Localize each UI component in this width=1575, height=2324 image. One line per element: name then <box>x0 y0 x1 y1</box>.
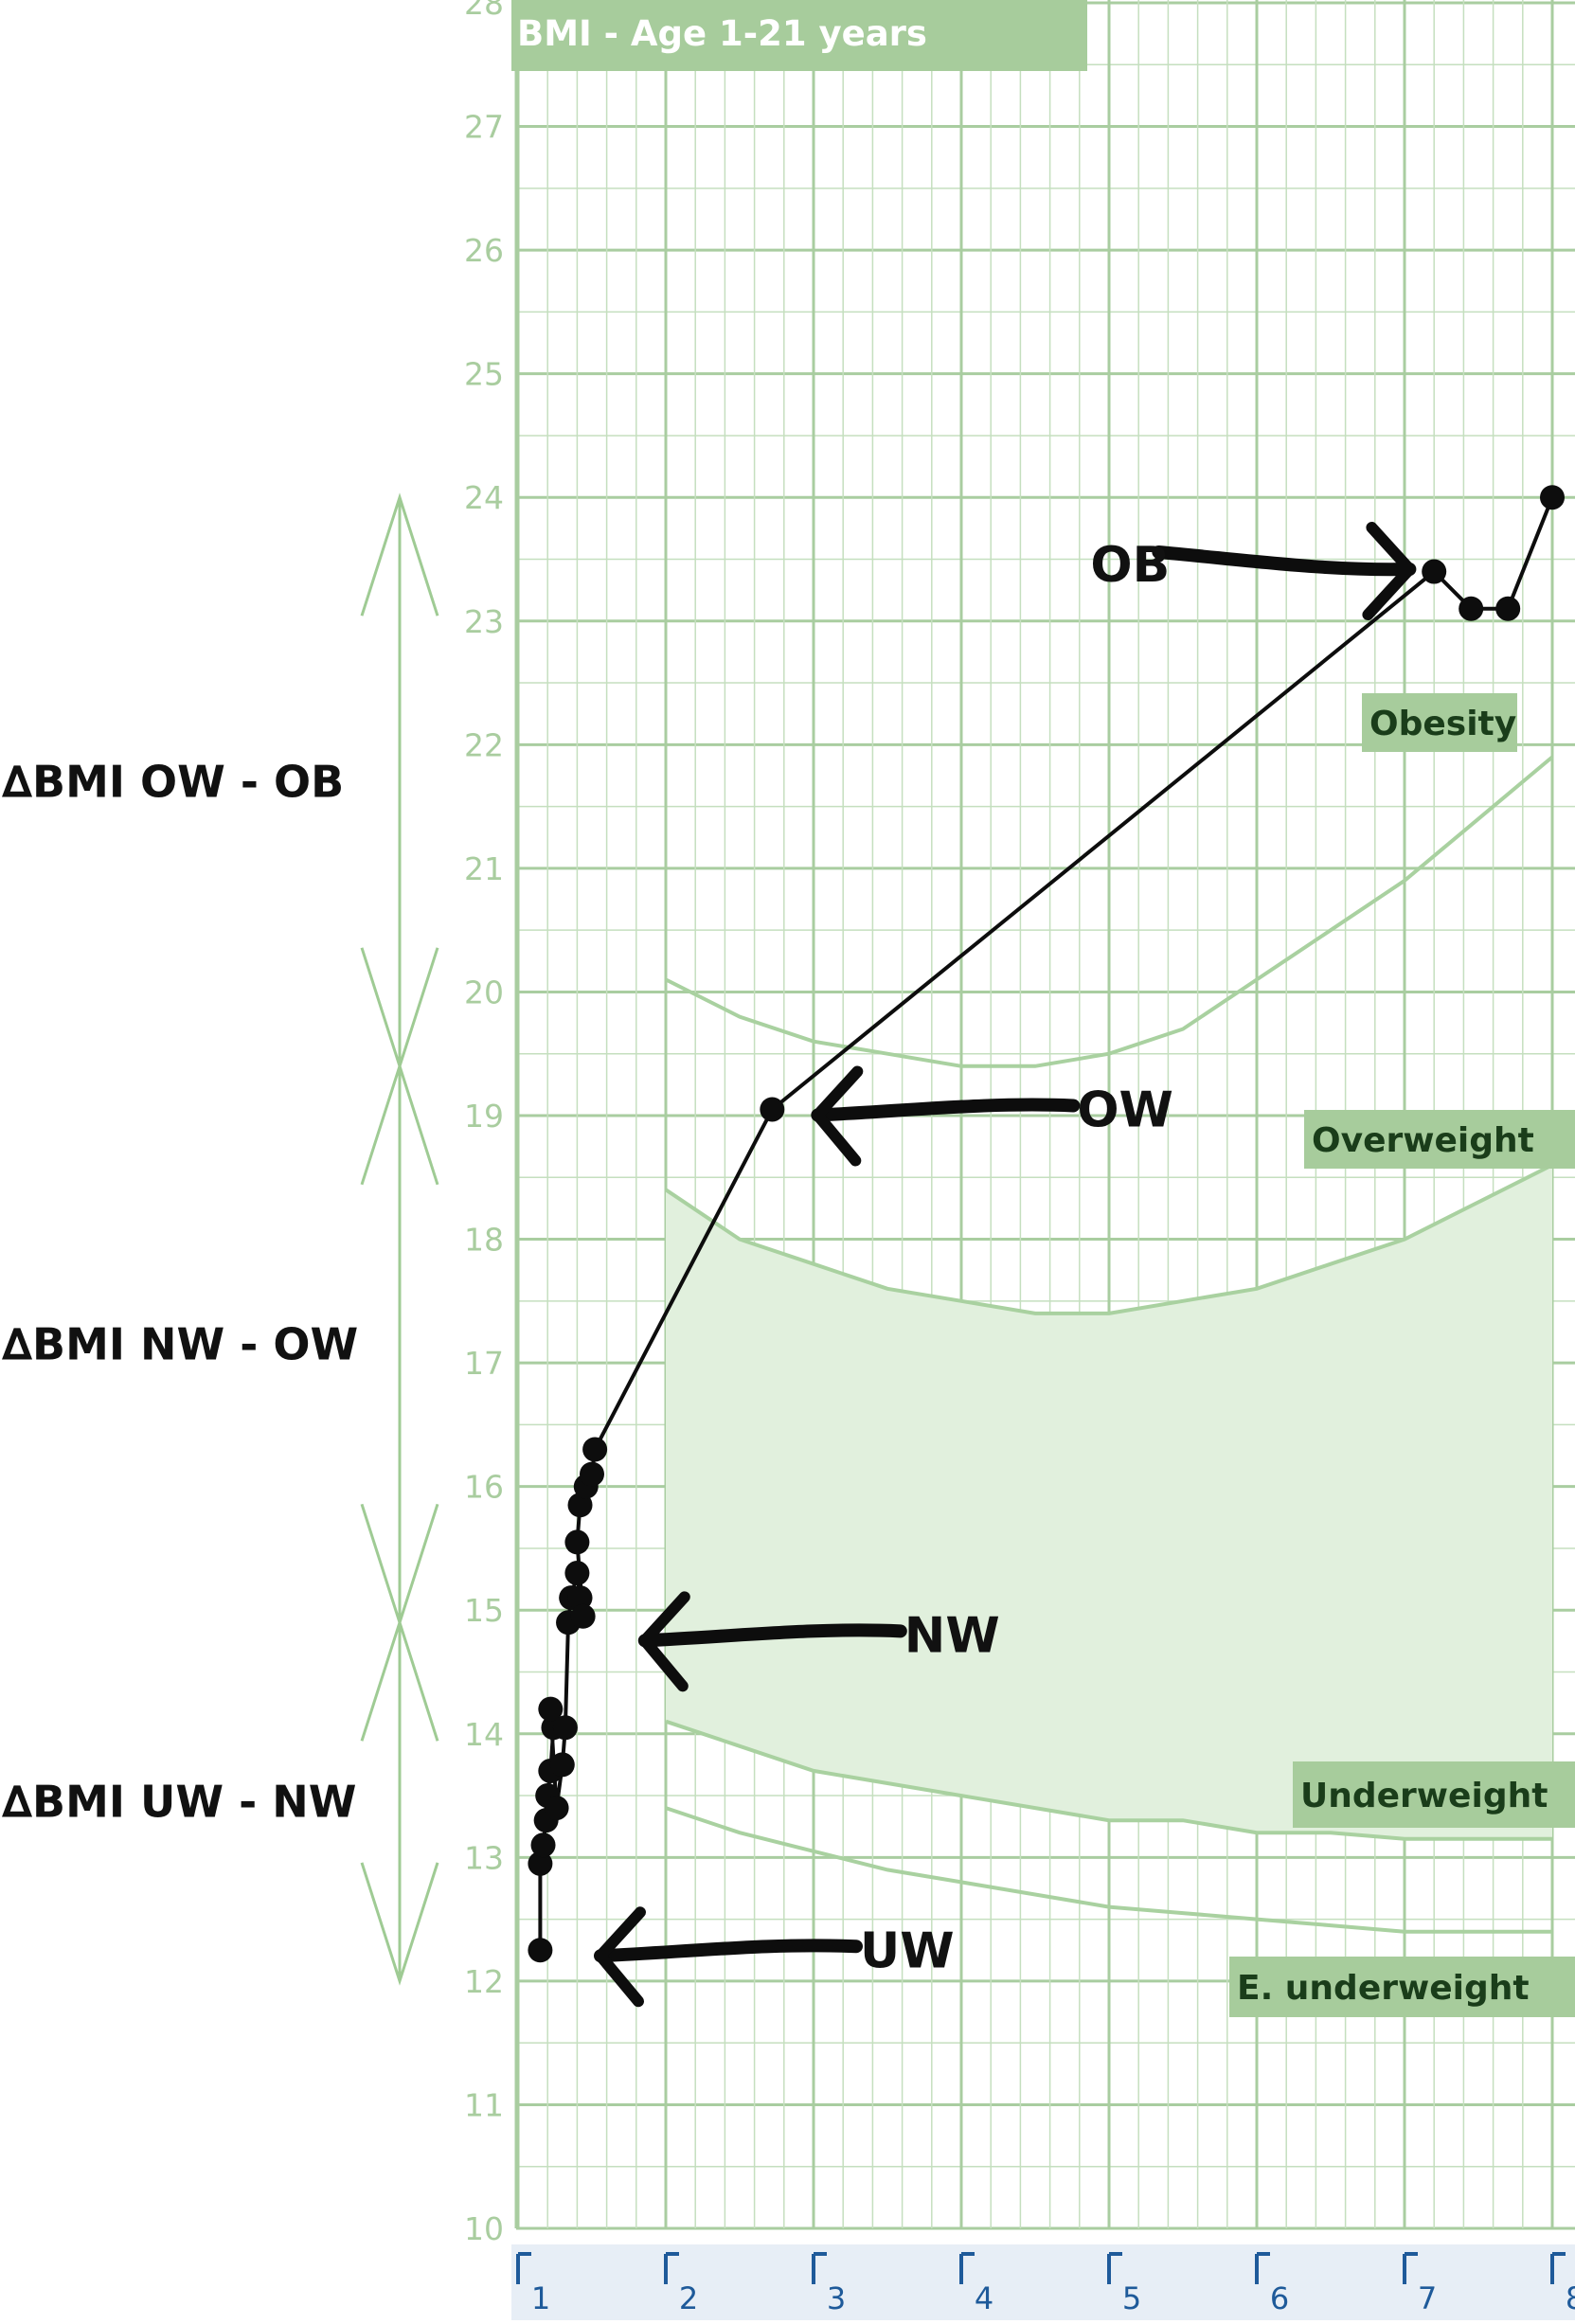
y-tick-label: 27 <box>464 109 504 146</box>
curve-e-underweight <box>665 1806 1552 1934</box>
chart-title-group: BMI - Age 1-21 years <box>511 0 1087 71</box>
data-point <box>528 1938 553 1963</box>
x-axis: 1 2 3 4 5 6 7 8 <box>511 2244 1575 2320</box>
data-point <box>1540 485 1565 510</box>
zone-label: Underweight <box>1300 1777 1548 1815</box>
y-tick-label: 19 <box>464 1098 504 1135</box>
data-point <box>582 1437 608 1462</box>
data-point <box>580 1461 604 1487</box>
zone-label-box <box>1229 1957 1575 2017</box>
delta-bmi-label: ∆BMI UW - NW <box>2 1777 356 1828</box>
y-tick-label: 13 <box>464 1839 504 1876</box>
annotation-label: OB <box>1090 537 1170 594</box>
annotation-arrow-shaft <box>811 1098 1081 1122</box>
x-tick-label: 8 <box>1566 2280 1575 2316</box>
delta-arrow-head-up <box>360 492 439 617</box>
y-tick-label: 16 <box>464 1469 504 1506</box>
annotation-arrow-head <box>812 1065 864 1167</box>
data-point <box>564 1561 590 1586</box>
y-tick-label: 15 <box>464 1592 504 1629</box>
y-tick-label: 18 <box>464 1222 504 1259</box>
data-point <box>552 1715 578 1741</box>
data-point <box>567 1493 593 1518</box>
chart-title: BMI - Age 1-21 years <box>517 13 927 54</box>
x-tick-label: 7 <box>1418 2280 1437 2316</box>
y-tick-label: 12 <box>464 1963 504 2000</box>
title-box <box>511 0 1087 71</box>
x-tick-label: 2 <box>679 2280 698 2316</box>
data-point <box>549 1752 575 1778</box>
annotation-label: OW <box>1077 1082 1173 1138</box>
y-tick-label: 22 <box>464 726 504 763</box>
annotation-arrow-head <box>595 1906 646 2008</box>
zone-label-box <box>1362 693 1517 752</box>
x-tick-label: 3 <box>827 2280 846 2316</box>
zone-label: Overweight <box>1312 1121 1534 1160</box>
data-point <box>1459 596 1484 621</box>
normal-weight-band <box>666 1165 1552 1839</box>
y-tick-label: 28 <box>464 0 504 22</box>
y-tick-label: 14 <box>464 1716 504 1753</box>
y-tick-labels: 10 11 12 13 14 15 16 17 18 19 20 21 22 23 24 25 26 27 28 <box>464 0 504 2247</box>
x-tick-label: 1 <box>531 2280 550 2316</box>
x-tick-label: 6 <box>1270 2280 1289 2316</box>
y-tick-label: 11 <box>464 2086 504 2123</box>
zone-label: Obesity <box>1369 705 1516 743</box>
x-axis-bar <box>511 2244 1575 2320</box>
y-tick-label: 20 <box>464 974 504 1010</box>
curve-overweight-upper <box>665 755 1554 1068</box>
annotation-arrow-shaft <box>1152 545 1417 577</box>
annotation-label: NW <box>904 1607 1000 1664</box>
data-point <box>530 1832 556 1858</box>
data-point <box>1422 559 1447 584</box>
delta-arrow-head-up <box>360 1618 439 1742</box>
delta-bmi-label: ∆BMI NW - OW <box>2 1319 358 1370</box>
zone-label-box <box>1293 1761 1575 1828</box>
annotation-arrow-shaft <box>637 1623 907 1648</box>
annotation-label: UW <box>860 1922 955 1979</box>
delta-arrow-head-up <box>360 1061 439 1186</box>
delta-bmi-annotations: ∆BMI OW - OB ∆BMI NW - OW ∆BMI UW - NW <box>2 492 439 1986</box>
y-tick-label: 23 <box>464 603 504 640</box>
curve-underweight <box>665 1719 1552 1841</box>
annotation-arrow-head <box>638 1591 690 1692</box>
data-point <box>570 1603 596 1629</box>
x-tick-label: 5 <box>1122 2280 1141 2316</box>
reference-curves <box>664 755 1554 1934</box>
y-tick-label: 26 <box>464 232 504 269</box>
delta-arrow-head-down <box>360 1862 439 1986</box>
y-tick-label: 17 <box>464 1345 504 1382</box>
point-annotations: OB OW NW UW <box>594 522 1417 2008</box>
data-point <box>544 1796 569 1821</box>
data-point <box>567 1585 593 1611</box>
data-point <box>528 1850 553 1876</box>
curve-overweight-lower <box>664 1163 1553 1315</box>
data-series <box>528 485 1565 1963</box>
y-tick-label: 25 <box>464 356 504 393</box>
zone-label-box <box>1304 1110 1575 1169</box>
data-point <box>538 1696 564 1722</box>
normal-band <box>666 1165 1552 1839</box>
y-tick-label: 21 <box>464 850 504 887</box>
delta-bmi-label: ∆BMI OW - OB <box>2 757 344 808</box>
annotation-arrow-shaft <box>594 1939 863 1963</box>
data-point <box>564 1529 590 1555</box>
data-point <box>1495 596 1521 621</box>
data-point <box>760 1097 785 1122</box>
x-tick-label: 4 <box>975 2280 993 2316</box>
annotation-arrow-head <box>1362 522 1416 621</box>
y-tick-label: 24 <box>464 479 504 516</box>
y-tick-label: 10 <box>464 2210 504 2247</box>
zone-label: E. underweight <box>1237 1969 1530 2008</box>
